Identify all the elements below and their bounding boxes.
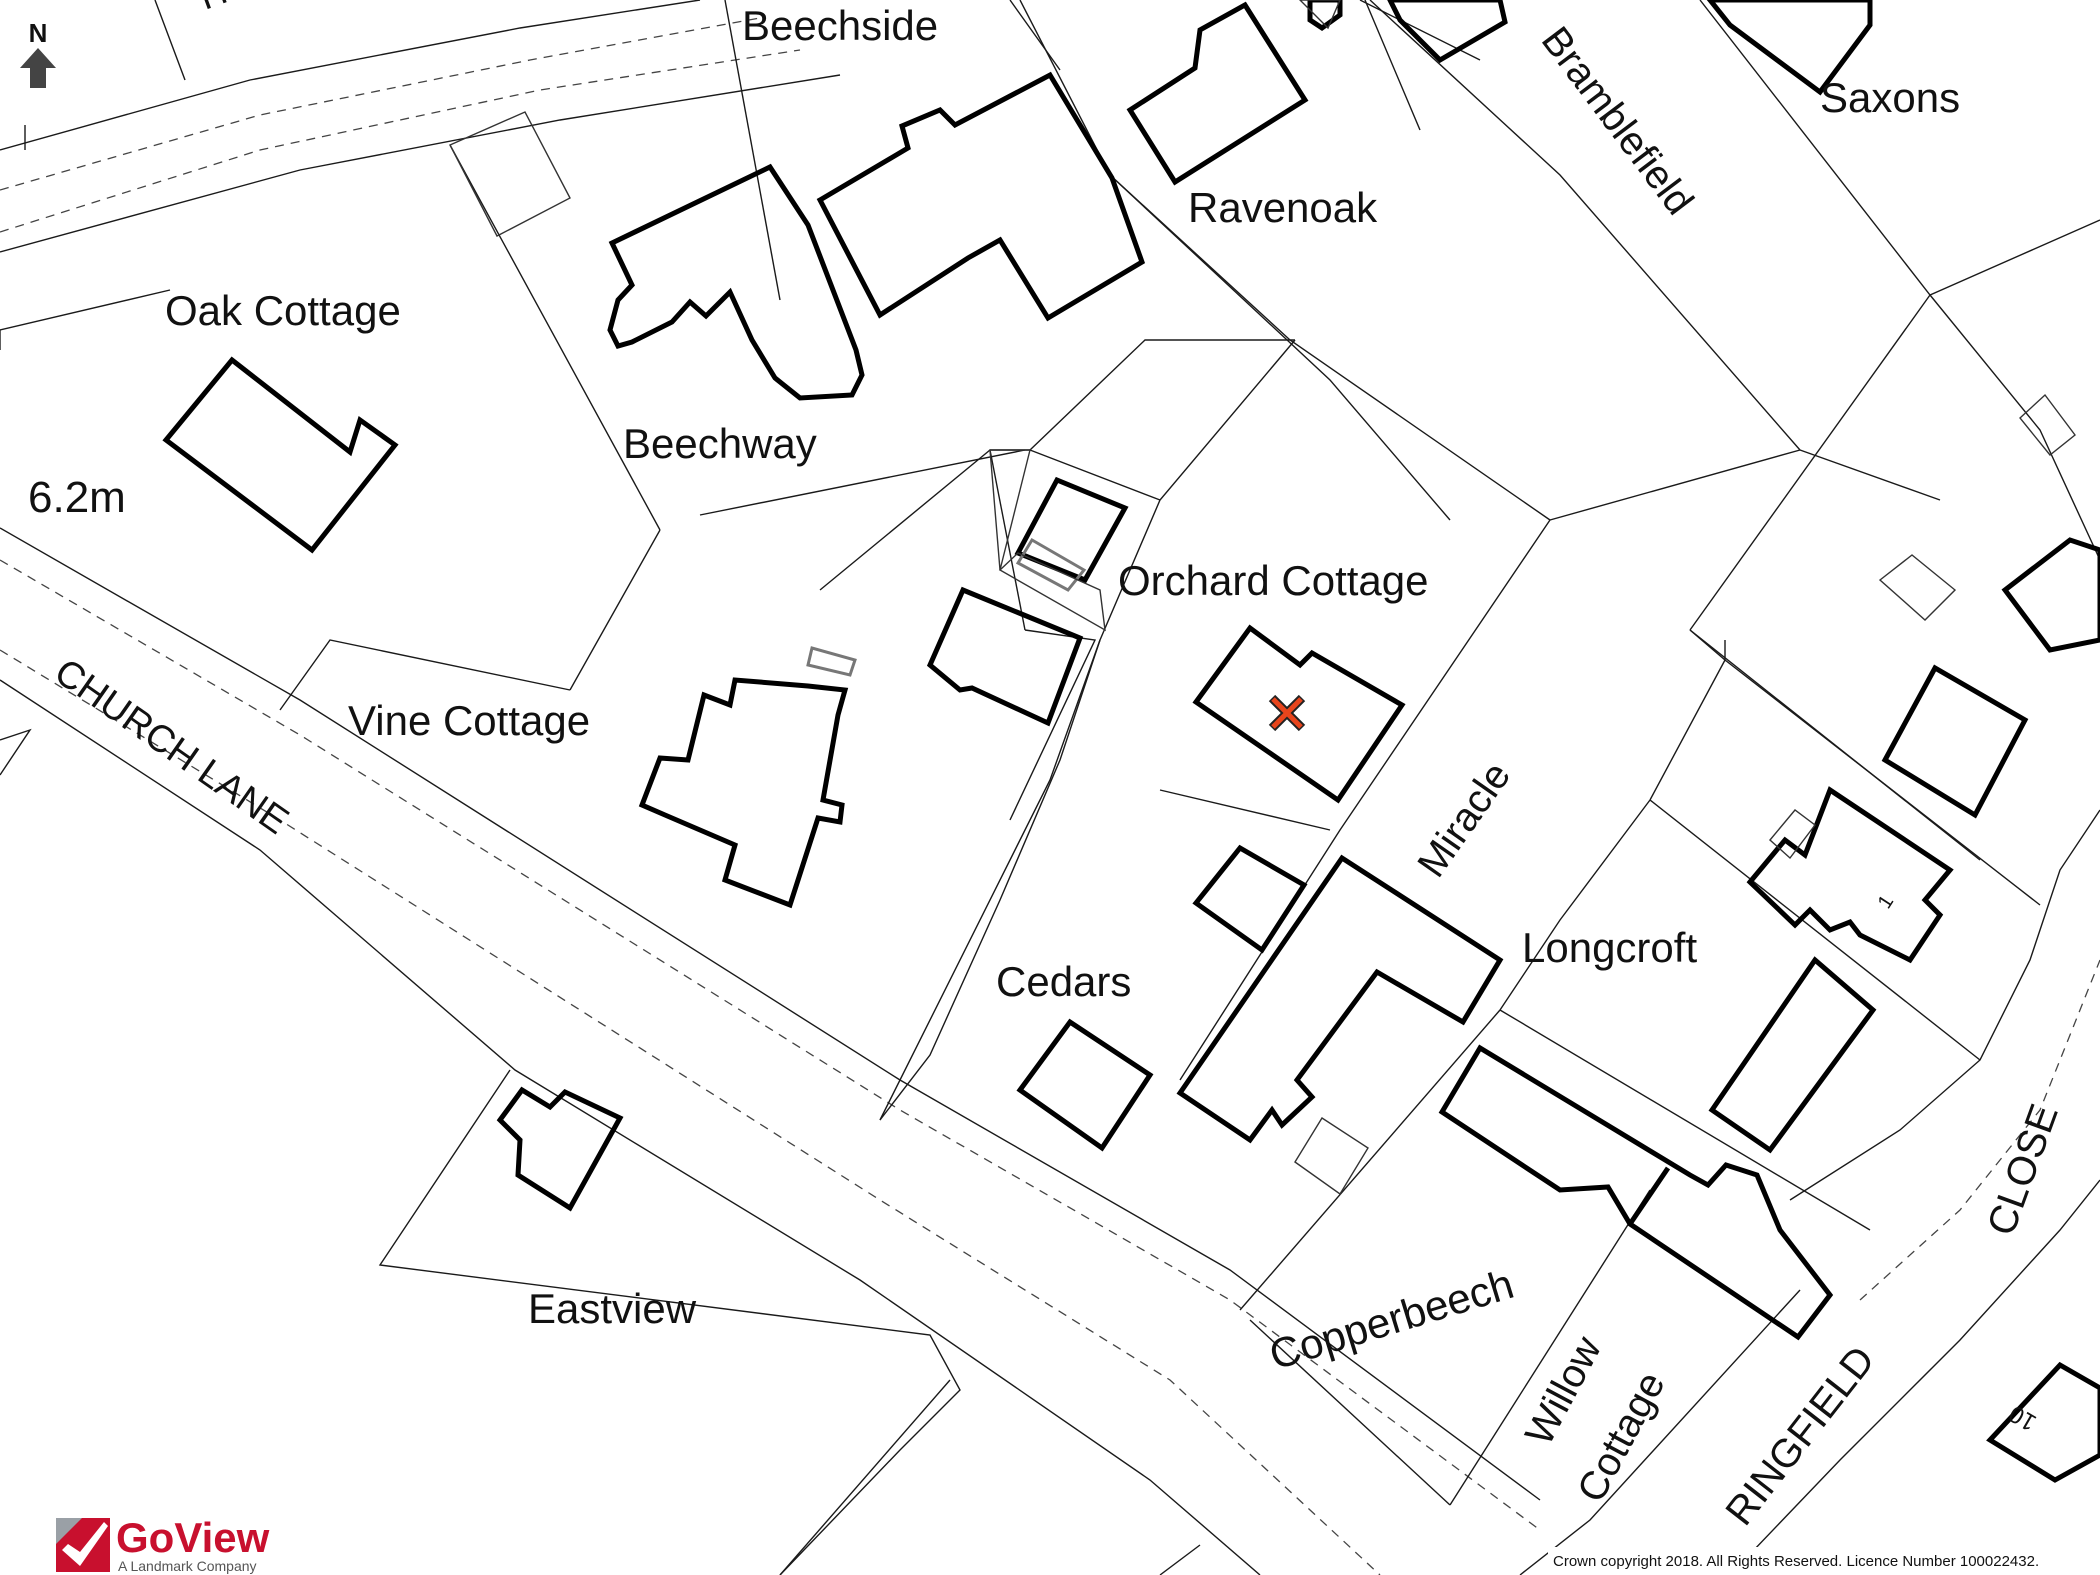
label-saxons: Saxons (1820, 74, 1960, 121)
label-house-1: 1 (1874, 891, 1899, 912)
label-house-10: 10 (2004, 1399, 2041, 1436)
label-willow: Willow (1517, 1329, 1610, 1452)
label-orchard-cottage: Orchard Cottage (1118, 557, 1429, 604)
label-longcroft: Longcroft (1522, 924, 1697, 971)
label-eastview: Eastview (528, 1285, 697, 1332)
label-cedars: Cedars (996, 958, 1131, 1005)
goview-logo-tagline: A Landmark Company (118, 1558, 257, 1574)
label-ravenoak: Ravenoak (1188, 184, 1378, 231)
label-oak-cottage: Oak Cottage (165, 287, 401, 334)
springfield-close-road (1729, 809, 2100, 1575)
label-vine-cottage: Vine Cottage (348, 697, 590, 744)
label-copperbeech: Copperbeech (1264, 1260, 1519, 1379)
label-beechside: Beechside (742, 2, 938, 49)
top-road (0, 0, 841, 253)
label-church-lane: CHURCH LANE (47, 651, 296, 843)
north-arrow-icon (20, 48, 56, 88)
buildings (162, 0, 2100, 1483)
label-spot-height: 6.2m (28, 473, 126, 522)
label-miracle: Miracle (1409, 754, 1519, 885)
label-springfield: RINGFIELD (1717, 1338, 1883, 1533)
minor-structures (449, 0, 2076, 1196)
label-beechway: Beechway (623, 420, 817, 467)
label-close: CLOSE (1979, 1099, 2067, 1241)
copyright-notice: Crown copyright 2018. All Rights Reserve… (1553, 1553, 2039, 1570)
cross-marker-icon[interactable] (1268, 694, 1306, 732)
north-arrow-letter: N (29, 18, 48, 48)
label-partial-top: Ho (194, 0, 251, 18)
goview-logo-text: GoView (116, 1514, 270, 1561)
label-bramblefield: Bramblefield (1533, 19, 1702, 223)
goview-logo: GoView A Landmark Company (56, 1514, 270, 1574)
north-arrow: N (20, 18, 56, 88)
